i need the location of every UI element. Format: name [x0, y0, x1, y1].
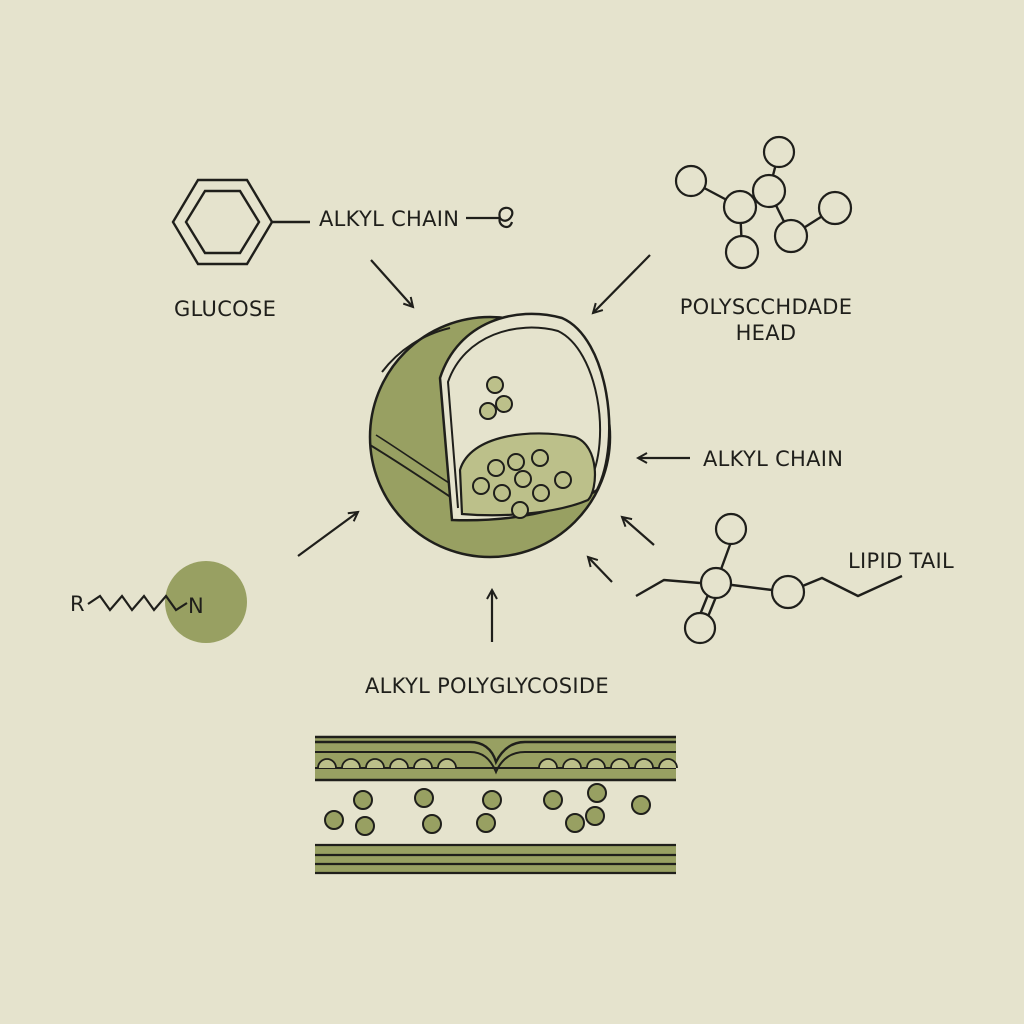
glucose-hexagon-icon [171, 178, 310, 266]
arrow-from-amine [297, 512, 358, 557]
polysaccharide-head-label: POLYSCCHDADE HEAD [675, 294, 857, 347]
glucose-label: GLUCOSE [174, 297, 277, 321]
membrane-head-bump [586, 758, 606, 769]
polysaccharide-head-label-line2: HEAD [735, 321, 797, 346]
membrane-head-bump [658, 758, 678, 769]
amine-molecule-icon [87, 561, 247, 643]
arrow-from-lipid-upper [622, 517, 655, 546]
arrow-from-glucose [370, 259, 413, 307]
membrane-head-bump [562, 758, 582, 769]
amine-r-label: R [70, 592, 85, 616]
lipid-tail-label: LIPID TAIL [848, 549, 955, 573]
polysaccharide-molecule-icon [674, 135, 853, 270]
arrow-from-polysaccharide [593, 254, 651, 313]
alkyl-chain-right-label: ALKYL CHAIN [703, 447, 844, 471]
membrane-head-bump [538, 758, 558, 769]
arrows [297, 254, 690, 642]
polysaccharide-head-label-line1: POLYSCCHDADE [679, 295, 853, 319]
alkyl-polyglycoside-label: ALKYL POLYGLYCOSIDE [365, 674, 609, 698]
membrane-head-bump [437, 758, 457, 769]
bilayer-membrane-icon [315, 735, 678, 875]
lipid-tail-molecule-icon [635, 512, 903, 645]
chain-link-icon [466, 206, 514, 229]
membrane-head-bump [365, 758, 385, 769]
amine-n-label: N [188, 594, 205, 618]
membrane-head-bump [317, 758, 337, 769]
micelle-particles [472, 376, 572, 519]
membrane-head-bump [413, 758, 433, 769]
bilayer-particles [324, 783, 651, 836]
membrane-head-bump [610, 758, 630, 769]
membrane-head-bump [341, 758, 361, 769]
membrane-head-bump [634, 758, 654, 769]
arrow-from-lipid-lower [588, 557, 613, 583]
alkyl-chain-top-label: ALKYL CHAIN [319, 207, 460, 231]
membrane-head-bump [389, 758, 409, 769]
micelle-cutaway [368, 312, 612, 559]
